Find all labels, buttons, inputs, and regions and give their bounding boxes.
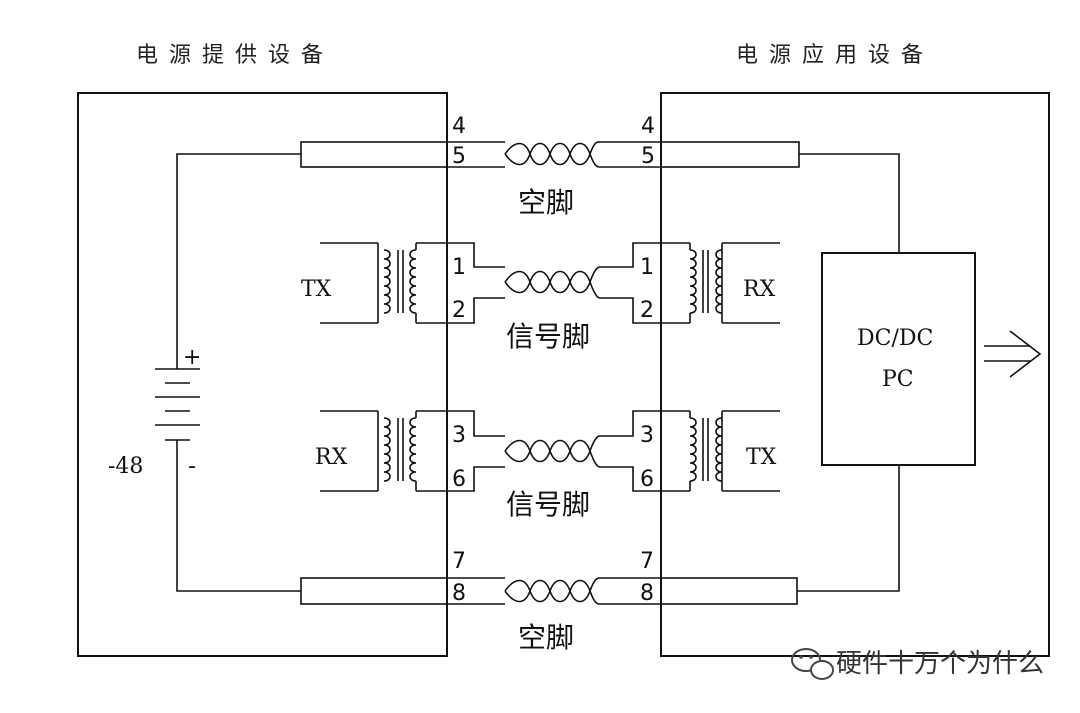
watermark-text: 硬件十万个为什么 xyxy=(836,649,1044,679)
pin-2-left: 2 xyxy=(452,298,466,323)
right-device-title: 电源应用设备 xyxy=(736,43,934,68)
battery-minus-sign: - xyxy=(188,454,196,479)
left-rx-label: RX xyxy=(315,445,348,470)
pc-label: PC xyxy=(882,367,914,392)
right-connector-4-5 xyxy=(660,141,800,168)
left-connector-4-5 xyxy=(300,141,448,168)
spare-pair-bottom: 7 8 7 8 空脚 xyxy=(300,549,798,654)
right-connector-7-8 xyxy=(660,577,798,605)
spare-pair-top: 4 5 4 5 空脚 xyxy=(300,114,800,219)
pin-3-left: 3 xyxy=(452,423,466,448)
signal-pair-3-6: RX TX 3 6 3 6 信号脚 xyxy=(315,410,780,521)
battery-voltage-label: -48 xyxy=(108,454,143,479)
watermark: 硬件十万个为什么 xyxy=(791,648,1044,680)
power-sourcing-device-box xyxy=(77,92,448,657)
dc-dc-box xyxy=(821,252,976,466)
pin-6-right: 6 xyxy=(640,467,654,492)
pin-6-left: 6 xyxy=(452,467,466,492)
signal-pins-label-1: 信号脚 xyxy=(506,320,590,353)
pin-8-left: 8 xyxy=(452,581,466,606)
signal-pair-1-2: TX RX 1 2 1 2 信号脚 xyxy=(301,242,780,353)
pin-5-left: 5 xyxy=(452,144,466,169)
pin-8-right: 8 xyxy=(640,581,654,606)
dc-dc-converter: DC/DC PC xyxy=(797,153,1042,592)
left-connector-7-8 xyxy=(300,577,448,605)
pin-4-right: 4 xyxy=(641,114,655,139)
pin-5-right: 5 xyxy=(641,144,655,169)
pin-7-right: 7 xyxy=(640,549,654,574)
left-tx-label: TX xyxy=(301,277,332,302)
pin-7-left: 7 xyxy=(452,549,466,574)
pin-2-right: 2 xyxy=(640,298,654,323)
powered-device-box xyxy=(660,92,1050,657)
left-device-title: 电源提供设备 xyxy=(136,43,334,68)
pin-3-right: 3 xyxy=(640,423,654,448)
pin-1-left: 1 xyxy=(452,255,466,280)
right-tx-label: TX xyxy=(746,445,777,470)
pin-1-right: 1 xyxy=(640,255,654,280)
right-rx-label: RX xyxy=(743,277,776,302)
dc-dc-label: DC/DC xyxy=(857,326,933,351)
output-arrow-icon xyxy=(984,330,1042,378)
wechat-icon xyxy=(791,648,834,680)
battery-plus-sign: + xyxy=(183,345,201,370)
pin-4-left: 4 xyxy=(452,114,466,139)
spare-pins-label-bottom: 空脚 xyxy=(518,621,574,654)
spare-pins-label-top: 空脚 xyxy=(518,186,574,219)
signal-pins-label-2: 信号脚 xyxy=(506,488,590,521)
battery-symbol: + - -48 xyxy=(108,153,301,592)
